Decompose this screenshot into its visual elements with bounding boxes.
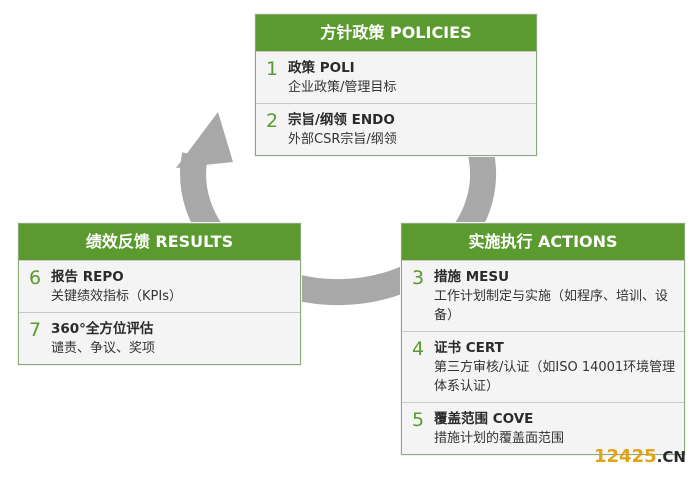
- item-description: 企业政策/管理目标: [288, 80, 397, 95]
- item-number: 7: [29, 319, 42, 341]
- item-title: 政策 POLI: [288, 60, 355, 76]
- item-description: 关键绩效指标（KPIs）: [51, 289, 182, 304]
- item-number: 4: [412, 338, 425, 360]
- item-title: 措施 MESU: [434, 269, 510, 285]
- item-number: 1: [266, 58, 279, 80]
- item-description: 工作计划制定与实施（如程序、培训、设备）: [434, 289, 669, 323]
- watermark-main: 12425: [594, 446, 657, 467]
- actions-header: 实施执行 ACTIONS: [402, 224, 684, 260]
- results-box: 绩效反馈 RESULTS 6 报告 REPO 关键绩效指标（KPIs） 7 36…: [18, 223, 301, 365]
- item-number: 5: [412, 409, 425, 431]
- results-header: 绩效反馈 RESULTS: [19, 224, 300, 260]
- item-title: 证书 CERT: [434, 340, 504, 356]
- list-item: 1 政策 POLI 企业政策/管理目标: [256, 51, 536, 103]
- item-description: 谴责、争议、奖项: [51, 341, 156, 356]
- watermark-logo: 12425.CN: [594, 446, 686, 467]
- list-item: 2 宗旨/纲领 ENDO 外部CSR宗旨/纲领: [256, 103, 536, 155]
- list-item: 4 证书 CERT 第三方审核/认证（如ISO 14001环境管理体系认证）: [402, 331, 684, 402]
- item-title: 覆盖范围 COVE: [434, 411, 534, 427]
- list-item: 5 覆盖范围 COVE 措施计划的覆盖面范围: [402, 402, 684, 454]
- watermark-suffix: .CN: [656, 448, 686, 466]
- item-number: 3: [412, 267, 425, 289]
- list-item: 6 报告 REPO 关键绩效指标（KPIs）: [19, 260, 300, 312]
- list-item: 7 360°全方位评估 谴责、争议、奖项: [19, 312, 300, 364]
- item-description: 措施计划的覆盖面范围: [434, 431, 565, 446]
- item-description: 外部CSR宗旨/纲领: [288, 132, 397, 147]
- item-number: 2: [266, 110, 279, 132]
- list-item: 3 措施 MESU 工作计划制定与实施（如程序、培训、设备）: [402, 260, 684, 331]
- item-number: 6: [29, 267, 42, 289]
- cycle-ring: [180, 146, 497, 306]
- policies-header: 方针政策 POLICIES: [256, 15, 536, 51]
- actions-box: 实施执行 ACTIONS 3 措施 MESU 工作计划制定与实施（如程序、培训、…: [401, 223, 685, 455]
- item-title: 报告 REPO: [51, 269, 124, 285]
- cycle-arrowhead: [176, 112, 233, 168]
- item-description: 第三方审核/认证（如ISO 14001环境管理体系认证）: [434, 360, 676, 394]
- policies-box: 方针政策 POLICIES 1 政策 POLI 企业政策/管理目标 2 宗旨/纲…: [255, 14, 537, 156]
- item-title: 360°全方位评估: [51, 321, 154, 337]
- item-title: 宗旨/纲领 ENDO: [288, 112, 395, 128]
